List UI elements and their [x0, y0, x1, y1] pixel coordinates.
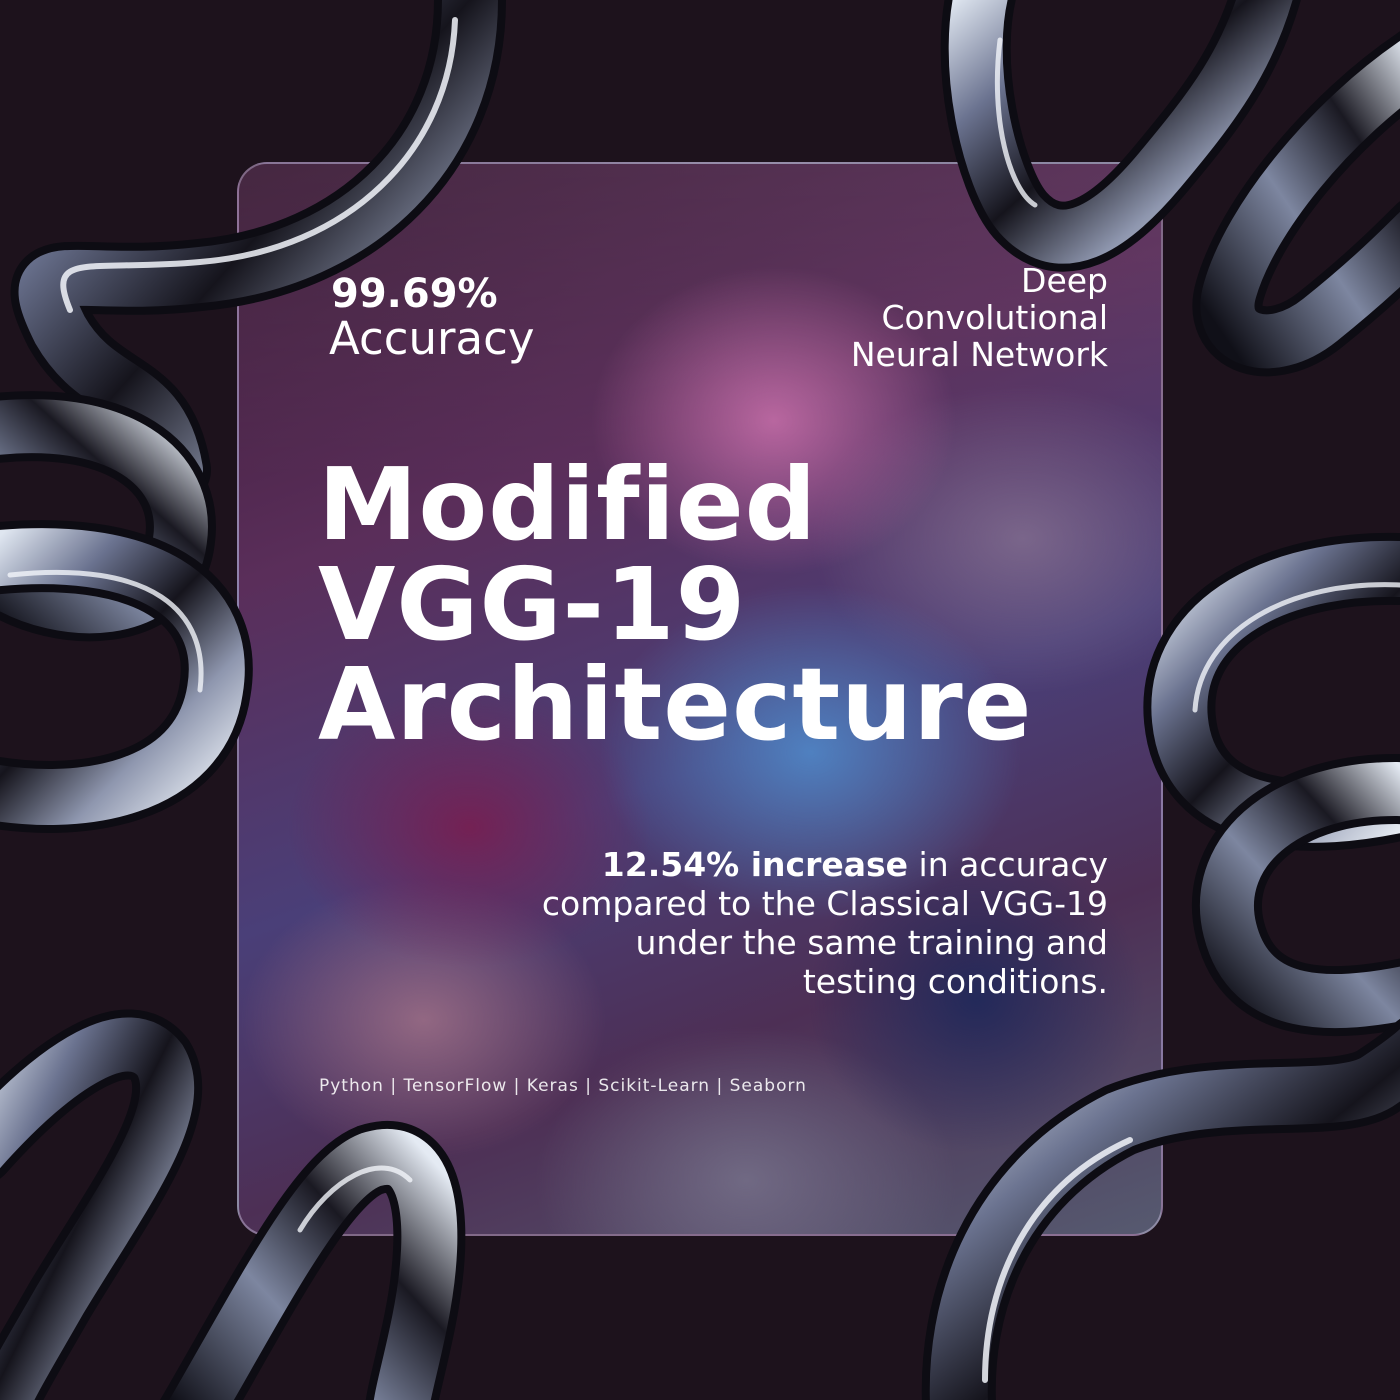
subtitle-line: Deep [1021, 261, 1108, 300]
description: 12.54% increase in accuracy compared to … [408, 845, 1108, 1001]
description-line: testing conditions. [802, 962, 1108, 1001]
tube-left-loops [0, 391, 253, 833]
title-line: VGG-19 [318, 546, 747, 663]
subtitle-line: Neural Network [850, 335, 1108, 374]
description-highlight: 12.54% increase [601, 845, 909, 884]
description-text: in accuracy [908, 845, 1108, 884]
description-line: under the same training and [635, 923, 1108, 962]
main-title: Modified VGG-19 Architecture [318, 455, 1033, 755]
accuracy-value: 99.69% [331, 271, 498, 317]
description-line: 12.54% increase in accuracy [408, 845, 1108, 884]
description-line: compared to the Classical VGG-19 [541, 884, 1108, 923]
accuracy-label: Accuracy [329, 312, 535, 365]
subtitle-line: Convolutional [881, 298, 1108, 337]
tech-stack: Python | TensorFlow | Keras | Scikit-Lea… [319, 1076, 807, 1096]
title-line: Modified [318, 446, 818, 563]
title-line: Architecture [318, 646, 1033, 763]
subtitle: Deep Convolutional Neural Network [851, 262, 1108, 373]
tube-right-loops [1143, 533, 1400, 1037]
